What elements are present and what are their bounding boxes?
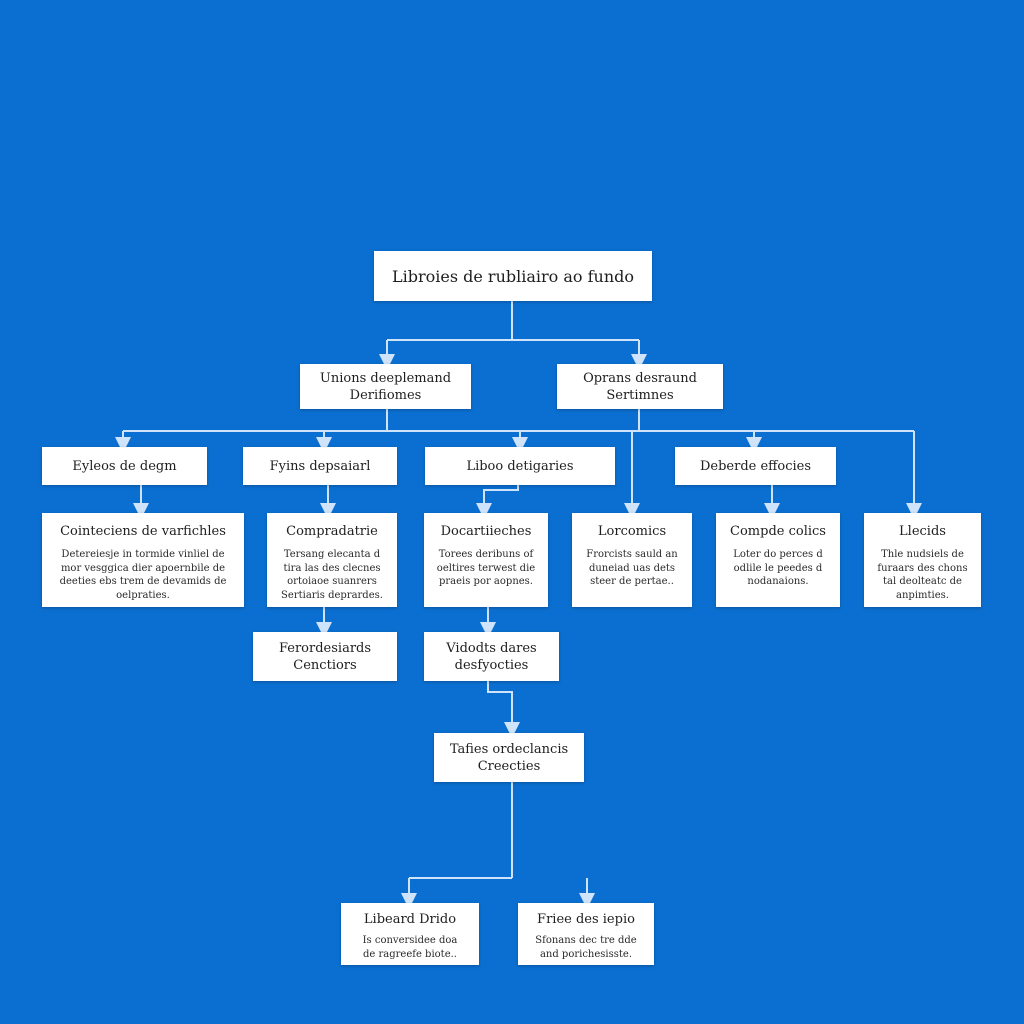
level2-node-1-title: Eyleos de degm xyxy=(72,458,177,474)
level3-card-1-title: Cointeciens de varfichles xyxy=(60,524,226,539)
level3-card-3-desc: Torees deribuns of oeltires terwest die … xyxy=(436,549,536,587)
level3-card-2-title: Compradatrie xyxy=(286,524,378,539)
level1-node-2: Oprans desraund Sertimnes xyxy=(557,364,723,409)
level3-card-4-title: Lorcomics xyxy=(597,524,667,539)
level3-card-3-title: Docartiieches xyxy=(440,524,532,539)
level2-node-3: Liboo detigaries xyxy=(425,447,615,485)
level4-node-1: Ferordesiards Cenctiors xyxy=(253,632,397,681)
root-node: Libroies de rubliairo ao fundo xyxy=(374,251,652,301)
connector-arrow-to-level3-3 xyxy=(476,485,519,519)
level2-node-4: Deberde effocies xyxy=(675,447,836,485)
level6-card-2: Friee des iepio Sfonans dec tre dde and … xyxy=(518,903,654,965)
level5-node-title: Tafies ordeclancis Creecties xyxy=(449,741,569,774)
root-node-title: Libroies de rubliairo ao fundo xyxy=(391,266,635,286)
level3-card-3: Docartiieches Torees deribuns of oeltire… xyxy=(424,513,548,607)
level2-node-4-title: Deberde effocies xyxy=(699,458,812,474)
level6-card-1-desc: Is conversidee doa de ragreefe biote.. xyxy=(362,935,458,960)
level3-card-5: Compde colics Loter do perces d odlile l… xyxy=(716,513,840,607)
level3-card-1-desc: Detereiesje in tormide vinliel de mor ve… xyxy=(59,549,227,601)
level3-card-4: Lorcomics Frorcists sauld an duneiad uas… xyxy=(572,513,692,607)
level2-node-2: Fyins depsaiarl xyxy=(243,447,397,485)
level3-card-2-desc: Tersang elecanta d tira las des clecnes … xyxy=(281,549,383,601)
level5-node: Tafies ordeclancis Creecties xyxy=(434,733,584,782)
level3-card-2: Compradatrie Tersang elecanta d tira las… xyxy=(267,513,397,607)
level2-node-2-title: Fyins depsaiarl xyxy=(269,458,371,474)
level1-node-1-title: Unions deeplemand Derifiomes xyxy=(319,370,452,403)
level6-card-1: Libeard Drido Is conversidee doa de ragr… xyxy=(341,903,479,965)
level3-card-4-desc: Frorcists sauld an duneiad uas dets stee… xyxy=(586,549,678,587)
level1-node-1: Unions deeplemand Derifiomes xyxy=(300,364,471,409)
level3-card-6-title: Llecids xyxy=(899,524,946,539)
level3-card-6-desc: Thle nudsiels de furaars des chons tal d… xyxy=(877,549,968,601)
level4-node-1-title: Ferordesiards Cenctiors xyxy=(278,640,372,673)
level3-card-5-desc: Loter do perces d odlile le peedes d nod… xyxy=(733,549,823,587)
level6-card-2-title: Friee des iepio xyxy=(537,912,635,927)
level4-node-2: Vidodts dares desfyocties xyxy=(424,632,559,681)
level1-node-2-title: Oprans desraund Sertimnes xyxy=(583,370,697,403)
level2-node-1: Eyleos de degm xyxy=(42,447,207,485)
level6-card-1-title: Libeard Drido xyxy=(363,912,457,927)
level3-card-5-title: Compde colics xyxy=(730,524,826,539)
level3-card-1: Cointeciens de varfichles Detereiesje in… xyxy=(42,513,244,607)
level3-card-6: Llecids Thle nudsiels de furaars des cho… xyxy=(864,513,981,607)
level4-node-2-title: Vidodts dares desfyocties xyxy=(446,640,537,673)
level6-card-2-desc: Sfonans dec tre dde and porichesisste. xyxy=(535,935,637,960)
level2-node-3-title: Liboo detigaries xyxy=(466,458,574,474)
connector-arrow-to-level5 xyxy=(487,681,520,738)
